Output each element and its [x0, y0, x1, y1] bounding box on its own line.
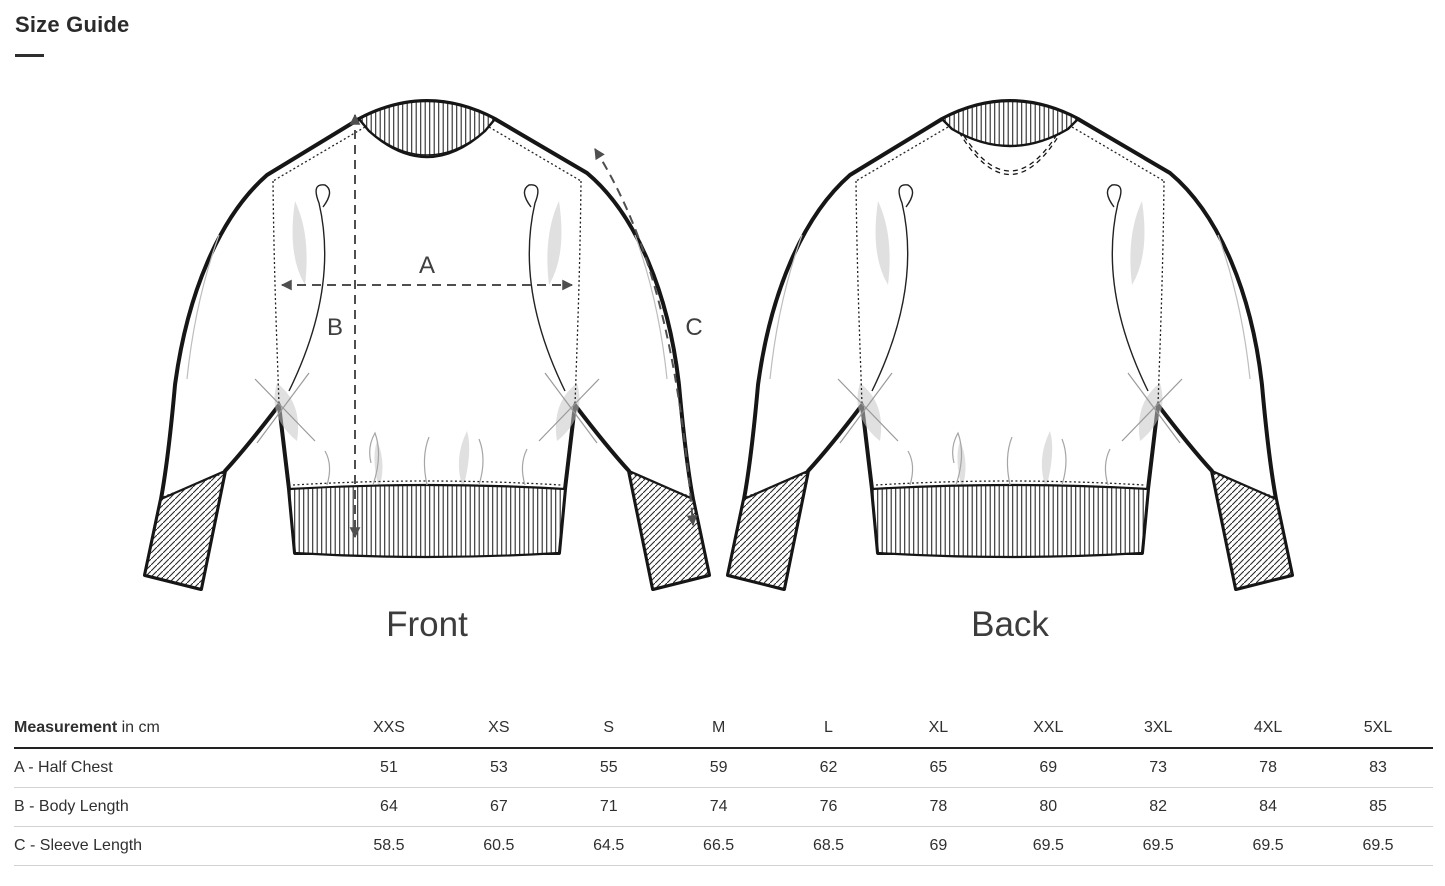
stitch-seams — [745, 126, 1275, 498]
size-value-cell: 76 — [773, 787, 884, 827]
size-value-cell: 84 — [1213, 787, 1324, 827]
measurement-arrows — [280, 113, 698, 539]
page-title: Size Guide — [15, 12, 130, 37]
size-value-cell: 69 — [993, 748, 1104, 788]
row-label: B - Body Length — [14, 787, 334, 827]
page-header: Size Guide — [0, 0, 1445, 57]
size-value-cell: 69.5 — [1103, 826, 1214, 866]
table-row-sleeve-length: C - Sleeve Length 58.5 60.5 64.5 66.5 68… — [14, 826, 1433, 866]
measure-label-c: C — [685, 314, 702, 341]
size-value-cell: 69 — [883, 826, 994, 866]
size-value-cell: 69.5 — [1323, 826, 1433, 866]
size-value-cell: 65 — [883, 748, 994, 788]
size-value-cell: 69.5 — [1213, 826, 1324, 866]
size-value-cell: 51 — [334, 748, 444, 788]
size-value-cell: 67 — [443, 787, 554, 827]
size-value-cell: 85 — [1323, 787, 1433, 827]
size-value-cell: 53 — [443, 748, 554, 788]
hem-rib — [870, 483, 1150, 559]
hem-rib — [287, 483, 567, 559]
row-label: A - Half Chest — [14, 748, 334, 788]
title-underline — [15, 54, 44, 57]
back-sweatshirt-drawing — [726, 99, 1294, 591]
sleeve-length-arrow — [594, 148, 698, 527]
size-value-cell: 62 — [773, 748, 884, 788]
size-value-cell: 60.5 — [443, 826, 554, 866]
front-label: Front — [386, 605, 468, 644]
size-value-cell: 73 — [1103, 748, 1214, 788]
front-sweatshirt-drawing: A B C — [143, 99, 711, 591]
size-col-header: L — [773, 708, 884, 749]
table-row-half-chest: A - Half Chest 51 53 55 59 62 65 69 73 7… — [14, 748, 1433, 788]
back-diagram — [710, 85, 1310, 605]
back-label: Back — [971, 605, 1049, 644]
size-value-cell: 80 — [993, 787, 1104, 827]
right-cuff-rib — [1210, 469, 1294, 591]
garment-silhouette — [726, 99, 1294, 591]
size-col-header: XXL — [993, 708, 1104, 749]
measurement-header-bold: Measurement — [14, 718, 118, 736]
measurement-header-unit: in cm — [117, 718, 160, 736]
measure-label-a: A — [419, 252, 435, 279]
size-value-cell: 55 — [553, 748, 664, 788]
size-col-header: M — [663, 708, 774, 749]
size-value-cell: 71 — [553, 787, 664, 827]
size-value-cell: 74 — [663, 787, 774, 827]
size-value-cell: 59 — [663, 748, 774, 788]
measure-label-b: B — [327, 314, 343, 341]
row-label: C - Sleeve Length — [14, 826, 334, 866]
size-value-cell: 78 — [883, 787, 994, 827]
table-row-body-length: B - Body Length 64 67 71 74 76 78 80 82 … — [14, 787, 1433, 827]
size-value-cell: 69.5 — [993, 826, 1104, 866]
size-value-cell: 66.5 — [663, 826, 774, 866]
size-col-header: 4XL — [1213, 708, 1324, 749]
size-table: Measurement in cm XXS XS S M L XL XXL 3X… — [14, 708, 1433, 866]
size-col-header: XXS — [334, 708, 444, 749]
size-value-cell: 68.5 — [773, 826, 884, 866]
diagram-area: A B C Front Back — [0, 85, 1445, 660]
measurement-header: Measurement in cm — [14, 708, 334, 749]
collar-rib — [357, 99, 497, 159]
wrinkle-lines — [769, 184, 1251, 486]
size-col-header: 5XL — [1323, 708, 1433, 749]
front-diagram: A B C — [127, 85, 727, 605]
size-value-cell: 64.5 — [553, 826, 664, 866]
size-table-header-row: Measurement in cm XXS XS S M L XL XXL 3X… — [14, 708, 1433, 749]
left-cuff-rib — [726, 469, 810, 591]
size-value-cell: 58.5 — [334, 826, 444, 866]
size-col-header: XS — [443, 708, 554, 749]
size-col-header: 3XL — [1103, 708, 1214, 749]
size-value-cell: 82 — [1103, 787, 1214, 827]
left-cuff-rib — [143, 469, 227, 591]
size-value-cell: 64 — [334, 787, 444, 827]
size-col-header: S — [553, 708, 664, 749]
size-value-cell: 78 — [1213, 748, 1324, 788]
size-col-header: XL — [883, 708, 994, 749]
collar-rib — [940, 99, 1080, 148]
size-value-cell: 83 — [1323, 748, 1433, 788]
